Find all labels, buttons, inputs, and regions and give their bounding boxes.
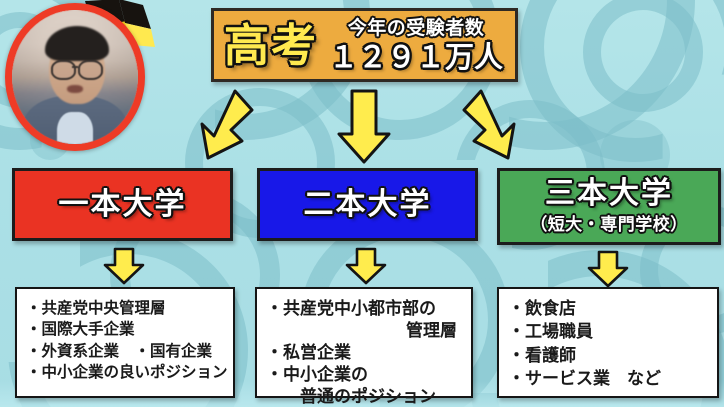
list-item: ・共産党中小都市部の [266,299,436,319]
category-subtitle-third-tier: （短大・専門学校） [530,215,688,236]
category-box-third-tier[interactable]: 三本大学 （短大・専門学校） [497,168,721,245]
list-item: ・外資系企業 ・国有企業 [26,341,213,360]
category-box-second-tier[interactable]: 二本大学 [257,168,478,241]
header-main-title: 高考 [224,18,319,72]
arrow-to-third-tier [462,89,516,160]
category-box-first-tier[interactable]: 一本大学 [12,168,233,241]
category-title-first-tier: 一本大学 [58,186,187,222]
header-count-value: １２９１万人 [328,39,503,74]
outcome-list-third-tier: ・飲食店 ・工場職員 ・看護師 ・サービス業 など [497,287,719,398]
arrow-second-tier-outcomes [345,247,387,285]
arrow-to-second-tier [337,89,391,164]
arrow-to-first-tier [200,89,254,160]
arrow-first-tier-outcomes [103,247,145,285]
arrow-third-tier-outcomes [587,250,629,288]
outcome-list-second-tier: ・共産党中小都市部の 管理層 ・私営企業 ・中小企業の 普通のポジション [255,287,473,407]
category-title-third-tier: 三本大学 [545,175,673,211]
avatar [5,0,155,151]
list-item: ・中小企業の良いポジション [26,363,228,382]
list-item: ・看護師 [508,345,576,366]
list-item: ・工場職員 [508,322,593,343]
list-item: ・飲食店 [508,299,576,319]
header-stat-group: 今年の受験者数 １２９１万人 [328,16,507,74]
list-item: ・私営企業 [266,343,351,364]
list-item: ・サービス業 など [508,369,661,390]
list-item: ・中小企業の [266,365,368,386]
list-item: 管理層 [406,321,457,342]
outcome-list-first-tier: ・共産党中央管理層 ・国際大手企業 ・外資系企業 ・国有企業 ・中小企業の良いポ… [15,287,235,398]
list-item: 普通のポジション [300,387,436,407]
category-title-second-tier: 二本大学 [303,186,432,222]
header-subtitle: 今年の受験者数 [347,16,485,39]
list-item: ・国際大手企業 [26,320,135,339]
list-item: ・共産党中央管理層 [26,299,166,317]
avatar-blur-overlay [12,10,138,144]
header-banner: 高考 今年の受験者数 １２９１万人 [211,8,518,82]
avatar-ring [5,3,145,151]
